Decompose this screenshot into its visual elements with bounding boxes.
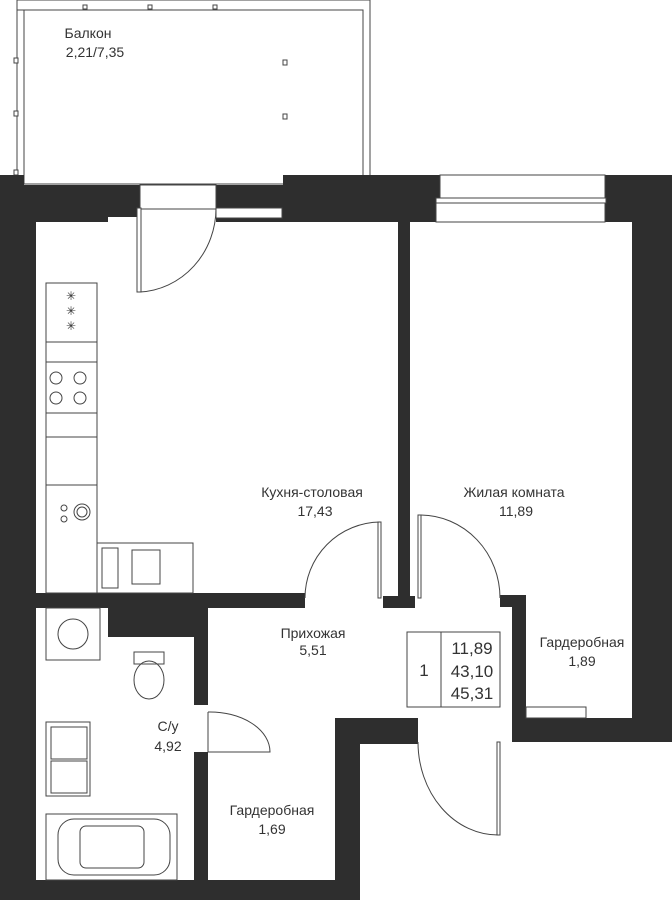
- living-area: 11,89: [451, 639, 492, 658]
- room-name-wardrobe-left: Гардеробная: [230, 802, 315, 818]
- room-area-kitchen: 17,43: [297, 503, 332, 519]
- rooms-count: 1: [419, 661, 428, 680]
- hood-icon: ✳: [66, 319, 76, 333]
- room-area-living: 11,89: [499, 503, 533, 519]
- kitchen-furniture: ✳ ✳ ✳: [45, 282, 194, 594]
- room-name-living: Жилая комната: [463, 484, 564, 500]
- dishwasher-icon: [73, 503, 91, 521]
- hood-icon: ✳: [66, 304, 76, 318]
- washbasin-icon: [50, 726, 88, 760]
- doors: [136, 207, 587, 836]
- room-area-bathroom: 4,92: [154, 738, 181, 754]
- total-area-with-balcony: 45,31: [451, 684, 494, 703]
- burner-icon: [49, 371, 63, 385]
- hood-icon: ✳: [66, 289, 76, 303]
- windows: [139, 174, 607, 223]
- balcony: [13, 0, 371, 185]
- drainboard: [101, 547, 119, 589]
- room-name-hallway: Прихожая: [281, 625, 346, 641]
- area-summary: 1 11,89 43,10 45,31: [406, 631, 501, 708]
- room-labels: Балкон 2,21/7,35 Кухня-столовая 17,43 Жи…: [65, 25, 625, 837]
- washing-machine-icon: [45, 607, 101, 661]
- room-area-hallway: 5,51: [299, 642, 326, 658]
- room-area-balcony: 2,21/7,35: [66, 44, 125, 60]
- room-area-wardrobe-right: 1,89: [568, 653, 595, 669]
- bathtub-icon: [45, 813, 178, 881]
- room-name-wardrobe-right: Гардеробная: [540, 634, 625, 650]
- room-name-balcony: Балкон: [65, 25, 112, 41]
- total-area: 43,10: [451, 662, 494, 681]
- bathroom-fixtures: [45, 607, 178, 881]
- room-name-bathroom: С/у: [158, 718, 179, 734]
- walls: [0, 175, 672, 900]
- room-area-wardrobe-left: 1,69: [258, 821, 285, 837]
- toilet-icon: [133, 660, 165, 700]
- sink-icon: [131, 549, 161, 585]
- room-name-kitchen: Кухня-столовая: [261, 484, 363, 500]
